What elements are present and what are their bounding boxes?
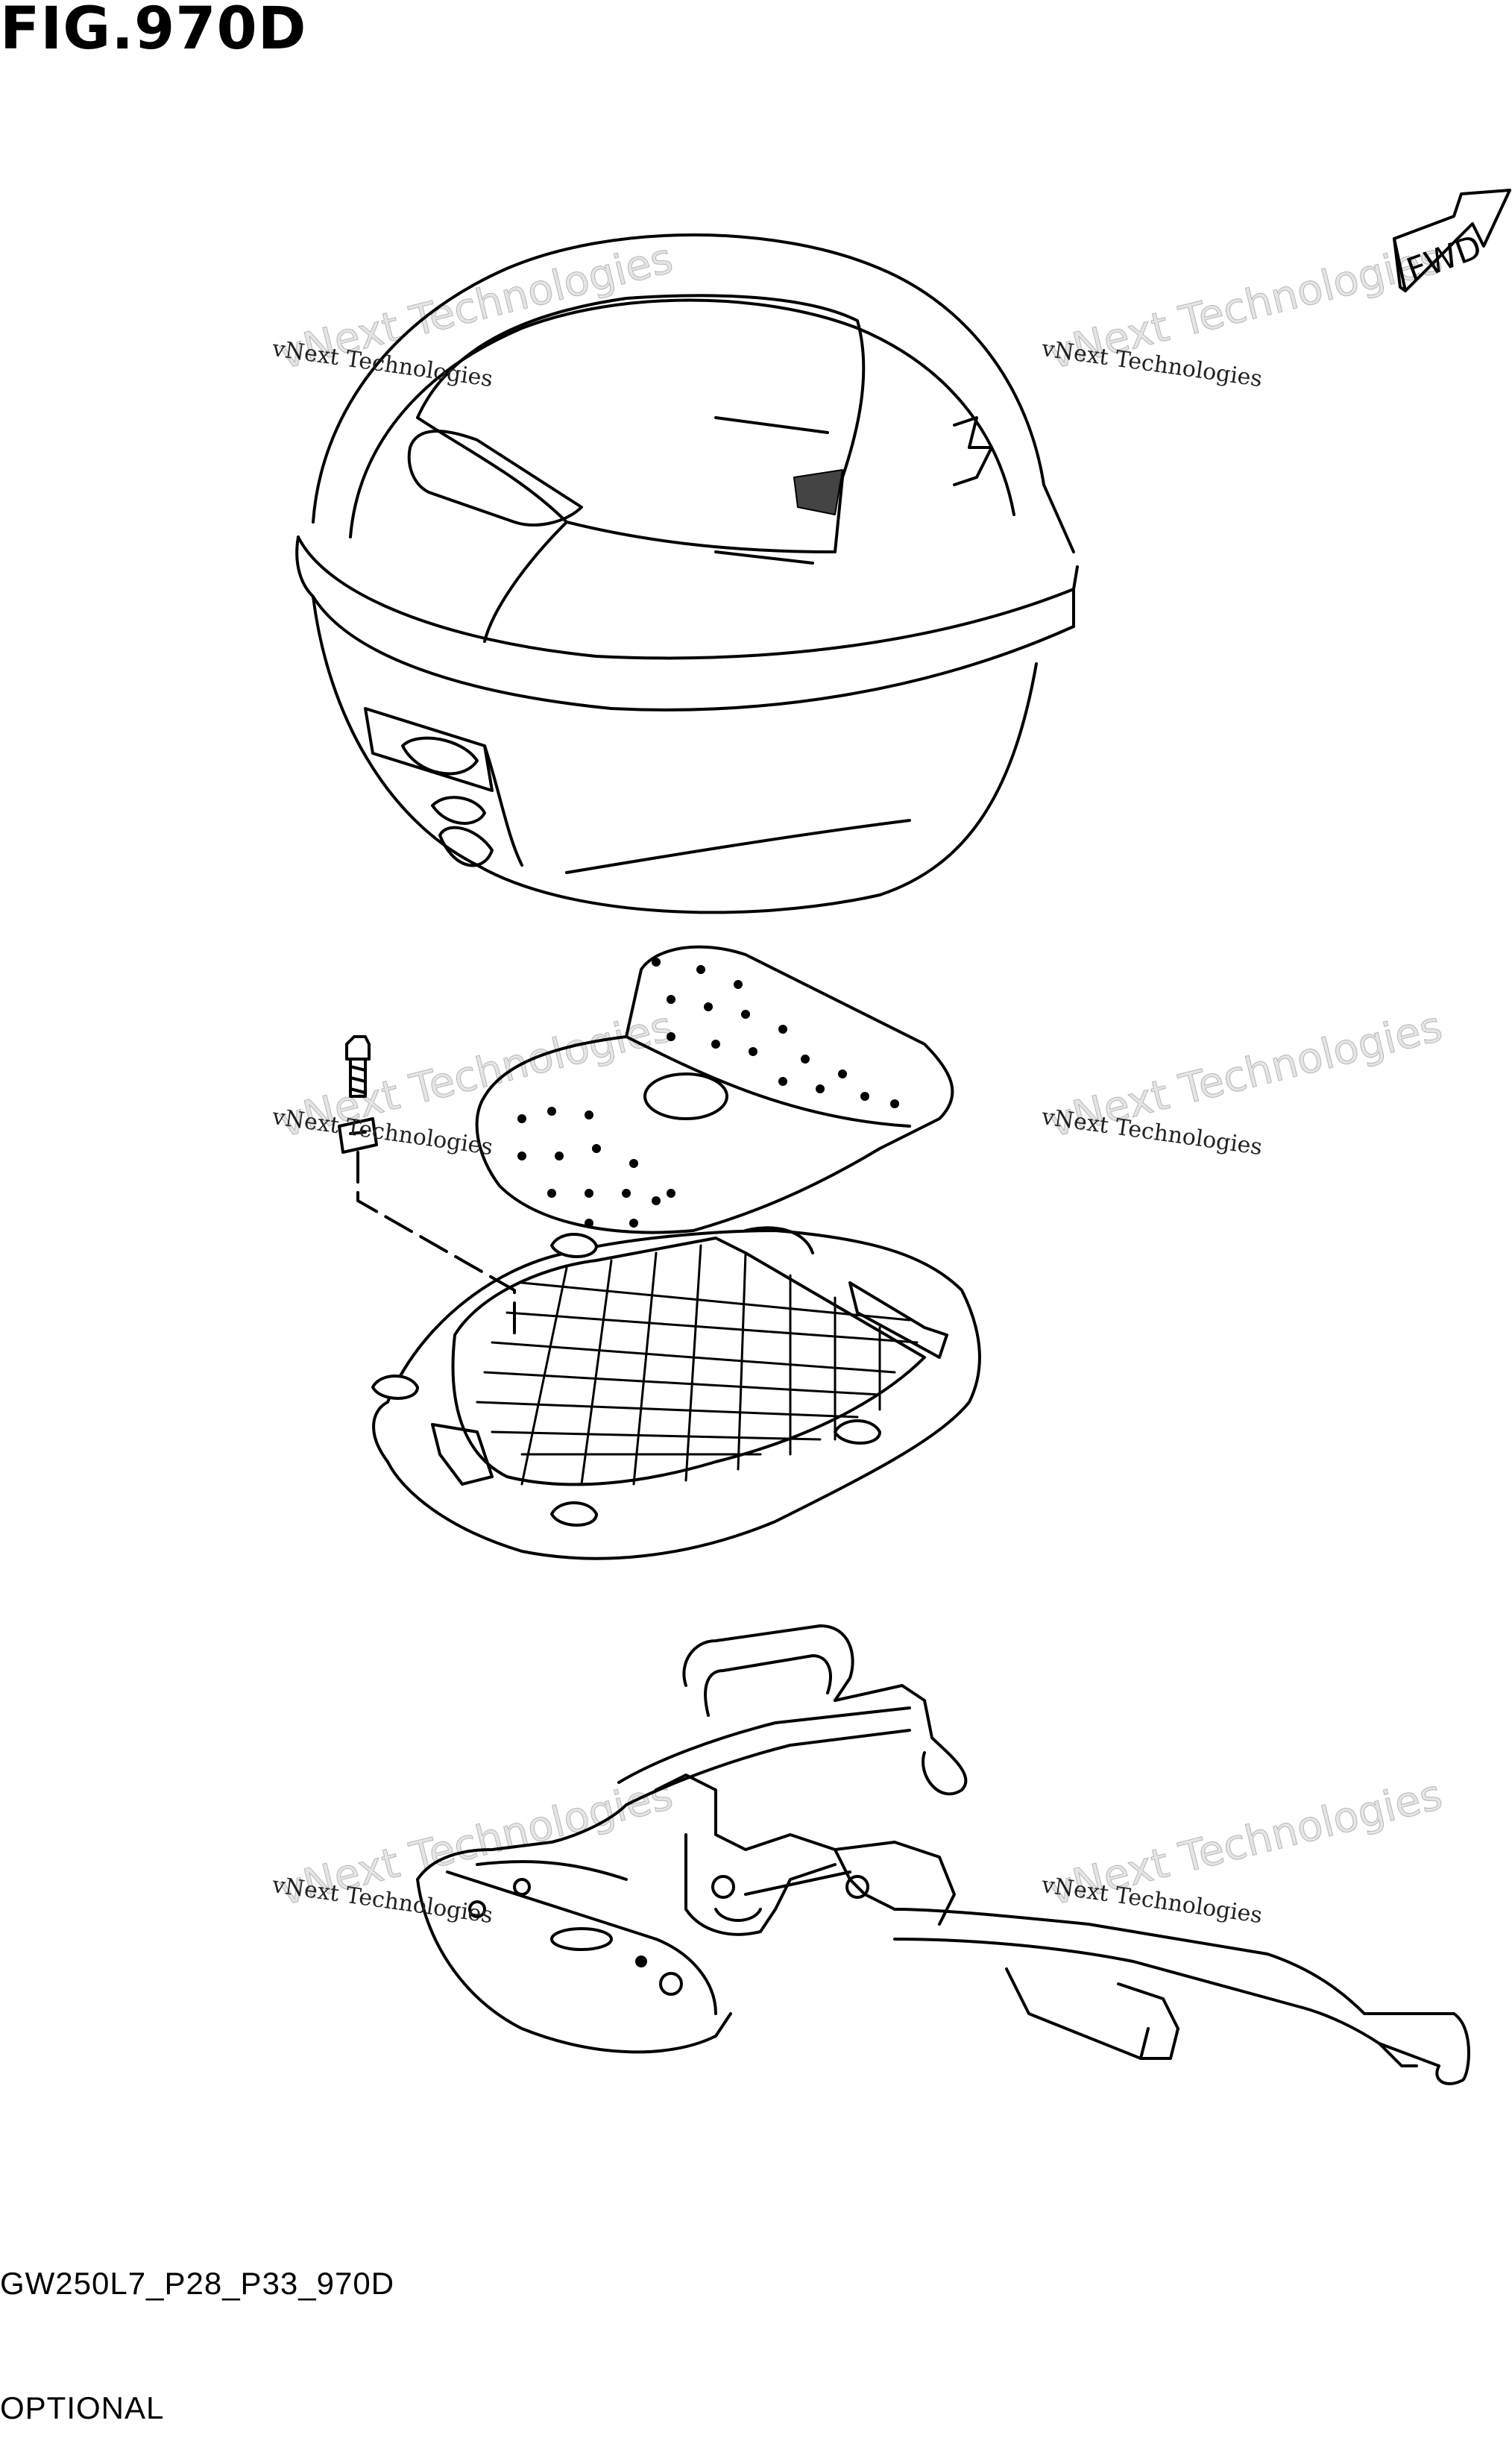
figure-code: GW250L7_P28_P33_970D bbox=[0, 2266, 395, 2301]
figure-title: FIG.970D bbox=[0, 0, 307, 63]
carrier-rack bbox=[416, 1624, 1470, 2085]
fwd-arrow-icon: FWD bbox=[1393, 189, 1511, 292]
leader-line bbox=[356, 1151, 516, 1344]
figure-subtitle: OPTIONAL bbox=[0, 2390, 165, 2425]
bolt bbox=[345, 1035, 371, 1098]
top-case bbox=[295, 233, 1079, 914]
base-plate bbox=[371, 1226, 981, 1560]
backrest-pad bbox=[475, 945, 954, 1234]
clip bbox=[338, 1117, 378, 1154]
